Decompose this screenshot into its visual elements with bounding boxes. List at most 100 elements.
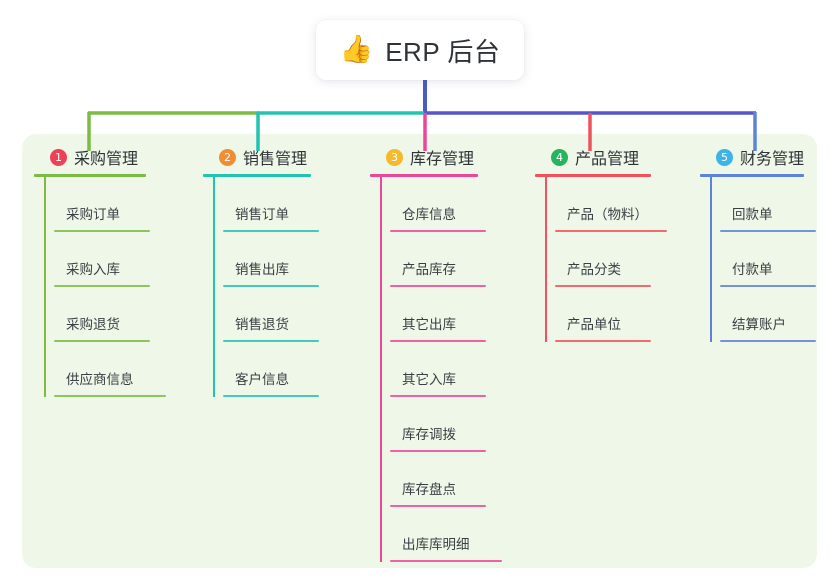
leaf-item-underline <box>223 285 319 287</box>
leaf-item-label: 销售出库 <box>235 262 289 277</box>
leaf-item-label: 客户信息 <box>235 372 289 387</box>
column-title: 库存管理 <box>410 151 475 168</box>
leaf-item-underline <box>390 285 486 287</box>
root-node[interactable]: 👍 ERP 后台 <box>316 20 524 80</box>
leaf-item-underline <box>54 395 166 397</box>
column-number-badge: 3 <box>386 148 403 166</box>
diagram-background-panel <box>22 134 817 568</box>
leaf-item-label: 出库库明细 <box>402 537 470 552</box>
leaf-item[interactable]: 采购退货 <box>54 287 184 342</box>
leaf-item[interactable]: 其它出库 <box>390 287 520 342</box>
leaf-item[interactable]: 产品（物料） <box>555 177 685 232</box>
leaf-item-underline <box>223 395 319 397</box>
leaf-item-label: 产品库存 <box>402 262 456 277</box>
column-title: 采购管理 <box>74 151 139 168</box>
leaf-item[interactable]: 采购订单 <box>54 177 184 232</box>
leaf-item[interactable]: 客户信息 <box>223 342 353 397</box>
leaf-item-underline <box>555 285 651 287</box>
leaf-item-underline <box>720 230 816 232</box>
leaf-item-label: 其它出库 <box>402 317 456 332</box>
leaf-item-underline <box>720 340 816 342</box>
leaf-item[interactable]: 采购入库 <box>54 232 184 287</box>
root-node-label: ERP 后台 <box>385 36 501 67</box>
leaf-item-label: 采购订单 <box>66 207 120 222</box>
column-库存管理: 3 库存管理仓库信息产品库存其它出库其它入库库存调拨库存盘点出库库明细 <box>370 146 520 562</box>
column-number-badge: 2 <box>219 148 236 166</box>
leaf-item-label: 供应商信息 <box>66 372 134 387</box>
leaf-item[interactable]: 产品单位 <box>555 287 685 342</box>
column-items: 回款单付款单结算账户 <box>700 177 839 342</box>
column-number-badge: 1 <box>50 148 67 166</box>
leaf-item-underline <box>390 340 486 342</box>
column-header-underline <box>34 174 146 177</box>
leaf-item-label: 仓库信息 <box>402 207 456 222</box>
leaf-item[interactable]: 供应商信息 <box>54 342 184 397</box>
leaf-item-label: 结算账户 <box>732 317 786 332</box>
column-spine <box>380 177 382 562</box>
leaf-item[interactable]: 回款单 <box>720 177 839 232</box>
leaf-item-label: 其它入库 <box>402 372 456 387</box>
column-header[interactable]: 1 采购管理 <box>34 146 184 168</box>
leaf-item-underline <box>555 340 651 342</box>
column-spine <box>710 177 712 342</box>
leaf-item-label: 销售退货 <box>235 317 289 332</box>
leaf-item[interactable]: 仓库信息 <box>390 177 520 232</box>
leaf-item-underline <box>390 505 486 507</box>
leaf-item-underline <box>54 340 150 342</box>
column-header[interactable]: 4 产品管理 <box>535 146 685 168</box>
leaf-item[interactable]: 销售出库 <box>223 232 353 287</box>
leaf-item[interactable]: 库存调拨 <box>390 397 520 452</box>
column-number-badge: 5 <box>716 148 733 166</box>
leaf-item-underline <box>390 230 486 232</box>
column-采购管理: 1 采购管理采购订单采购入库采购退货供应商信息 <box>34 146 184 397</box>
leaf-item[interactable]: 其它入库 <box>390 342 520 397</box>
leaf-item[interactable]: 产品库存 <box>390 232 520 287</box>
leaf-item-underline <box>555 230 667 232</box>
column-spine <box>545 177 547 342</box>
leaf-item[interactable]: 付款单 <box>720 232 839 287</box>
column-header[interactable]: 3 库存管理 <box>370 146 520 168</box>
leaf-item[interactable]: 销售退货 <box>223 287 353 342</box>
leaf-item[interactable]: 出库库明细 <box>390 507 520 562</box>
leaf-item[interactable]: 结算账户 <box>720 287 839 342</box>
leaf-item-label: 库存调拨 <box>402 427 456 442</box>
leaf-item-underline <box>54 230 150 232</box>
column-items: 采购订单采购入库采购退货供应商信息 <box>34 177 184 397</box>
column-header-underline <box>370 174 478 177</box>
column-items: 产品（物料） 产品分类产品单位 <box>535 177 685 342</box>
column-spine <box>44 177 46 397</box>
leaf-item-underline <box>720 285 816 287</box>
column-items: 仓库信息产品库存其它出库其它入库库存调拨库存盘点出库库明细 <box>370 177 520 562</box>
leaf-item-label: 销售订单 <box>235 207 289 222</box>
column-header[interactable]: 5 财务管理 <box>700 146 839 168</box>
leaf-item-underline <box>223 230 319 232</box>
thumbs-up-icon: 👍 <box>339 33 374 65</box>
column-header-underline <box>203 174 311 177</box>
leaf-item-label: 产品单位 <box>567 317 621 332</box>
column-header-underline <box>700 174 804 177</box>
leaf-item-underline <box>223 340 319 342</box>
leaf-item-label: 库存盘点 <box>402 482 456 497</box>
column-items: 销售订单销售出库销售退货客户信息 <box>203 177 353 397</box>
column-title: 产品管理 <box>575 151 640 168</box>
leaf-item-label: 产品（物料） <box>567 207 648 222</box>
column-header[interactable]: 2 销售管理 <box>203 146 353 168</box>
leaf-item-label: 回款单 <box>732 207 773 222</box>
leaf-item-underline <box>54 285 150 287</box>
column-title: 财务管理 <box>740 151 805 168</box>
column-number-badge: 4 <box>551 148 568 166</box>
column-财务管理: 5 财务管理回款单付款单结算账户 <box>700 146 839 342</box>
column-title: 销售管理 <box>243 151 308 168</box>
leaf-item[interactable]: 产品分类 <box>555 232 685 287</box>
column-产品管理: 4 产品管理产品（物料） 产品分类产品单位 <box>535 146 685 342</box>
leaf-item-label: 付款单 <box>732 262 773 277</box>
leaf-item[interactable]: 库存盘点 <box>390 452 520 507</box>
column-header-underline <box>535 174 651 177</box>
leaf-item-label: 产品分类 <box>567 262 621 277</box>
leaf-item-label: 采购入库 <box>66 262 120 277</box>
leaf-item-label: 采购退货 <box>66 317 120 332</box>
column-spine <box>213 177 215 397</box>
leaf-item[interactable]: 销售订单 <box>223 177 353 232</box>
